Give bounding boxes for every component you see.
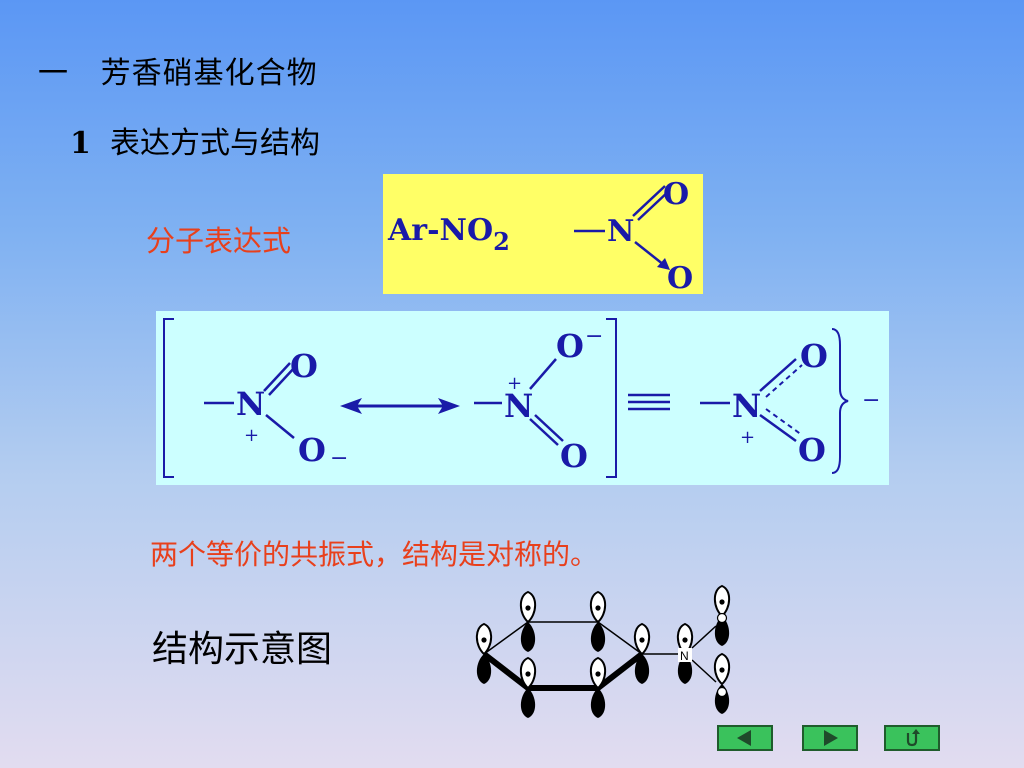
bracket-right xyxy=(606,318,617,478)
s1-o-bottom: O xyxy=(298,431,326,469)
double-bond-1 xyxy=(632,185,666,217)
section-number: 一 xyxy=(38,56,69,91)
n-o-bond-bottom xyxy=(691,659,717,683)
return-icon xyxy=(906,729,920,747)
ar-no2-text: Ar-NO2 xyxy=(387,213,510,256)
ring-front-edge xyxy=(482,651,644,691)
formula-o-top: O xyxy=(663,177,689,212)
s2-single xyxy=(529,358,557,390)
brace-right xyxy=(831,328,849,474)
s1-double-1 xyxy=(263,362,291,392)
nav-return-button[interactable] xyxy=(884,725,940,751)
s2-charge-o: − xyxy=(585,324,603,349)
formula-box-bg xyxy=(383,174,703,294)
resonance-box: N O O − + N + O − O N + O O − xyxy=(156,311,889,485)
s2-double-1 xyxy=(529,418,559,446)
s1-o-top: O xyxy=(290,347,318,385)
s3-bond-bottom xyxy=(759,413,797,443)
nav-previous-button[interactable] xyxy=(717,725,773,751)
double-bond-2 xyxy=(637,189,671,221)
formula-n: N xyxy=(607,214,634,249)
s3-dash-top xyxy=(765,364,803,398)
s1-double-2 xyxy=(268,366,296,396)
formula-box: Ar-NO2 N O O xyxy=(383,174,703,294)
resonance-arrow-left xyxy=(340,398,362,414)
atom-o-bottom xyxy=(716,686,728,698)
symmetry-note: 两个等价的共振式，结构是对称的。 xyxy=(150,538,599,571)
orbital-diagram: N xyxy=(475,585,731,719)
section-heading: 一 芳香硝基化合物 xyxy=(38,48,318,92)
benzene-ring xyxy=(482,621,644,689)
n-o-bond-top xyxy=(691,625,717,649)
formula-label: 分子表达式 xyxy=(146,224,292,258)
s2-n: N xyxy=(504,387,533,425)
s3-o-bottom: O xyxy=(798,431,826,469)
s2-charge-n: + xyxy=(507,373,522,394)
subsection-heading: 1 表达方式与结构 xyxy=(70,118,320,162)
triangle-left-icon xyxy=(737,730,751,746)
coordinate-bond xyxy=(634,241,665,266)
s1-charge-n: + xyxy=(244,425,259,446)
orbital-c1 xyxy=(475,623,493,685)
atom-o-top xyxy=(716,612,728,624)
nav-next-button[interactable] xyxy=(802,725,858,751)
s1-charge-o: − xyxy=(330,446,348,471)
s1-n: N xyxy=(236,385,265,423)
formula-o-bottom: O xyxy=(667,261,693,294)
s3-n: N xyxy=(732,387,761,425)
s2-o-top: O xyxy=(556,327,584,365)
resonance-box-bg xyxy=(156,311,889,485)
coordinate-arrow xyxy=(657,258,670,270)
s3-o-top: O xyxy=(800,337,828,375)
subsection-number: 1 xyxy=(70,126,91,161)
s1-single xyxy=(265,414,295,439)
s3-dash-bottom xyxy=(765,408,803,436)
section-title: 芳香硝基化合物 xyxy=(100,56,318,91)
atom-n-bg xyxy=(678,648,692,662)
s3-charge-n: + xyxy=(740,427,755,448)
bracket-left xyxy=(163,318,174,478)
s2-double-2 xyxy=(534,414,564,442)
s3-charge-outer: − xyxy=(862,388,880,413)
s3-bond-top xyxy=(759,358,797,392)
orbital-o-bottom xyxy=(713,653,731,715)
resonance-arrow-right xyxy=(438,398,460,414)
triangle-right-icon xyxy=(824,730,838,746)
atom-n-label: N xyxy=(680,649,689,663)
subsection-title: 表达方式与结构 xyxy=(109,126,320,161)
s2-o-bottom: O xyxy=(560,437,588,475)
schematic-label: 结构示意图 xyxy=(152,629,333,670)
